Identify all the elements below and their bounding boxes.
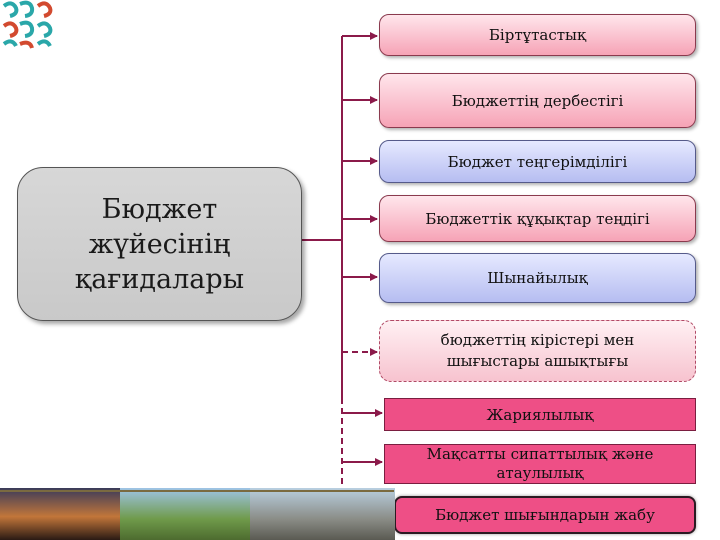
principle-label: бюджеттің кірістері мен шығыстары ашықты… (440, 331, 635, 370)
principle-box-6: бюджеттің кірістері мен шығыстары ашықты… (379, 320, 696, 382)
principle-box-3: Бюджет теңгерімділігі (379, 140, 696, 183)
principle-box-1: Біртұтастық (379, 14, 696, 56)
principle-label: Біртұтастық (488, 26, 587, 44)
principle-label: Жариялылық (486, 405, 594, 424)
main-principles-box: Бюджет жүйесінің қағидалары (17, 167, 302, 321)
principle-label: Бюджеттік құқықтар теңдігі (425, 209, 650, 228)
highway-photo (0, 488, 120, 540)
main-title: Бюджет жүйесінің қағидалары (74, 193, 245, 295)
industry-photo (250, 488, 395, 540)
principle-label: Мақсатты сипаттылық және атаулылық (426, 445, 654, 482)
ornament-logo-icon (0, 0, 54, 54)
principle-label: Бюджет теңгерімділігі (447, 152, 628, 171)
principle-box-5: Шынайылық (379, 253, 696, 303)
train-photo (120, 488, 250, 540)
photo-strip (0, 488, 720, 540)
principle-box-4: Бюджеттік құқықтар теңдігі (379, 195, 696, 242)
strip-border (0, 490, 394, 492)
principle-box-7: Жариялылық (384, 398, 696, 431)
principle-box-8: Мақсатты сипаттылық және атаулылық (384, 444, 696, 484)
principle-box-2: Бюджеттің дербестігі (379, 73, 696, 128)
principle-box-9: Бюджет шығындарын жабу (394, 496, 696, 534)
principle-label: Бюджет шығындарын жабу (435, 506, 655, 524)
principle-label: Бюджеттің дербестігі (451, 91, 624, 110)
principle-label: Шынайылық (487, 269, 588, 287)
